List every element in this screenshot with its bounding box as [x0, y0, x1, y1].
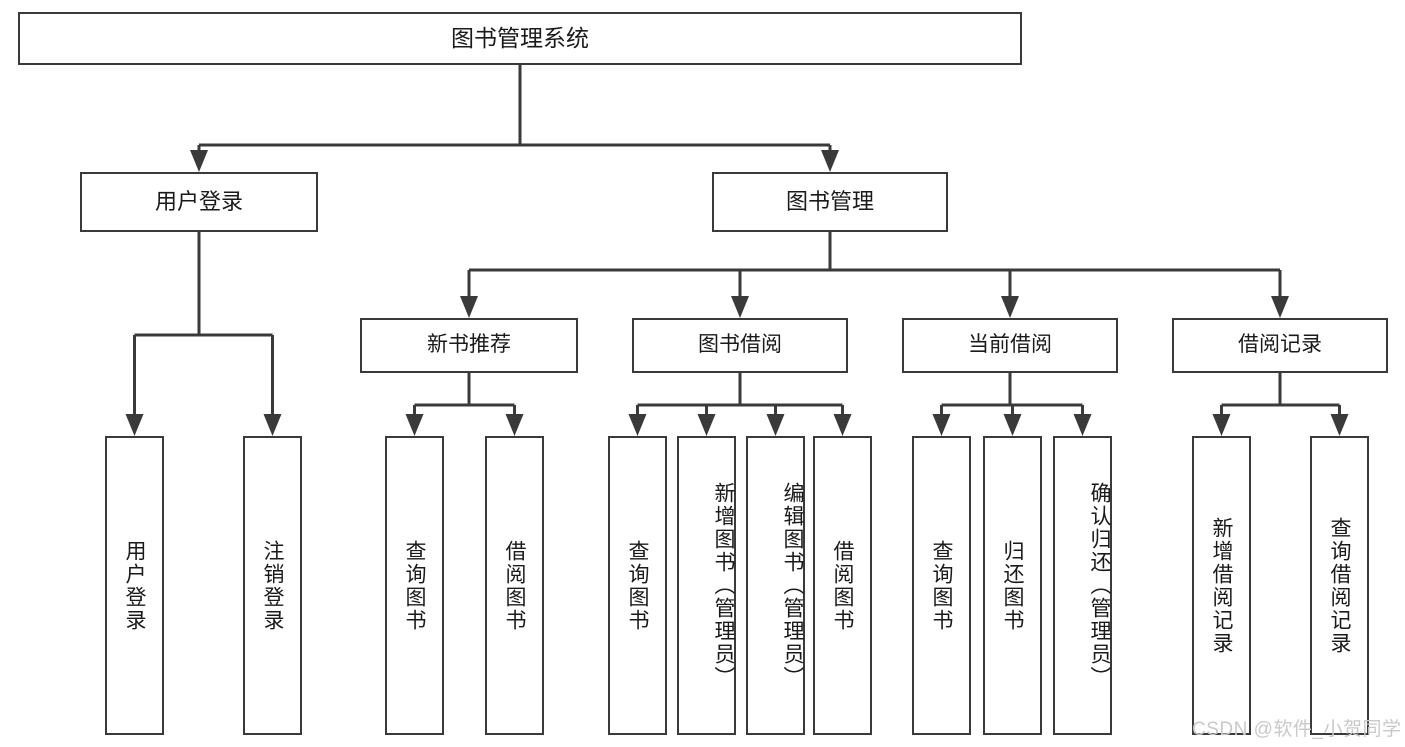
node-leaf-borrow-book-1: 借阅图书 [485, 436, 544, 735]
node-leaf-query-book-3: 查询图书 [912, 436, 971, 735]
node-root: 图书管理系统 [18, 12, 1022, 65]
node-leaf-add-book: 新增图书（管理员） [677, 436, 736, 735]
node-leaf-query-book-1: 查询图书 [385, 436, 444, 735]
node-leaf-logout: 注销登录 [243, 436, 302, 735]
node-leaf-query-record: 查询借阅记录 [1310, 436, 1369, 735]
node-leaf-user-login: 用户登录 [105, 436, 164, 735]
node-leaf-borrow-book-2: 借阅图书 [813, 436, 872, 735]
node-new-book-rec: 新书推荐 [360, 318, 578, 373]
node-book-borrow: 图书借阅 [632, 318, 848, 373]
node-leaf-edit-book: 编辑图书（管理员） [746, 436, 805, 735]
node-book-manage: 图书管理 [712, 172, 948, 232]
node-user-login: 用户登录 [80, 172, 318, 232]
node-leaf-query-book-2: 查询图书 [608, 436, 667, 735]
watermark-label: CSDN @软件_小贺同学 [1192, 719, 1402, 740]
node-leaf-add-record: 新增借阅记录 [1192, 436, 1251, 735]
node-borrow-record: 借阅记录 [1172, 318, 1388, 373]
node-leaf-confirm-return: 确认归还（管理员） [1053, 436, 1112, 735]
node-leaf-return-book: 归还图书 [983, 436, 1042, 735]
node-current-borrow: 当前借阅 [902, 318, 1118, 373]
